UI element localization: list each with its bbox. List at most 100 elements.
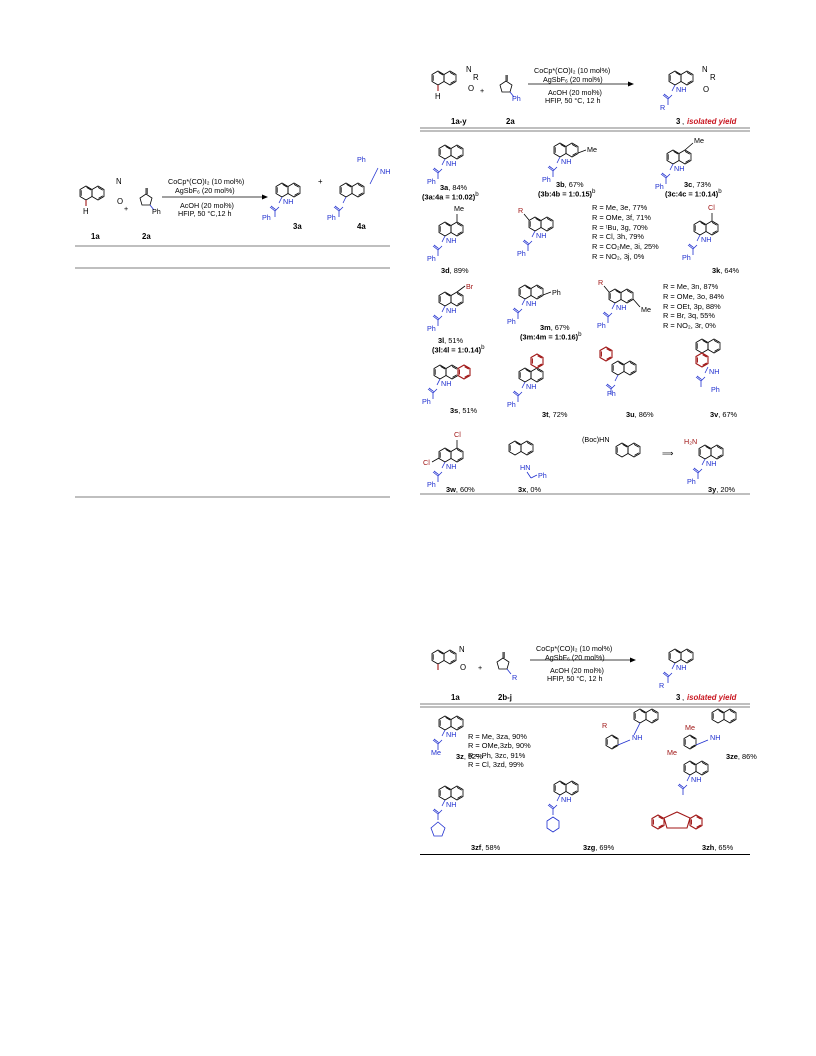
- entry-3k: 3k, 64%: [712, 266, 740, 275]
- implies-arrow: ⟹: [662, 449, 674, 458]
- svg-text:Cl: Cl: [454, 430, 461, 439]
- entry-3zf: 3zf, 58%: [471, 843, 501, 852]
- svg-text:Ph: Ph: [427, 324, 436, 333]
- cond-line-3: AcOH (20 mol%): [180, 201, 234, 210]
- reagent-ph: Ph: [152, 207, 161, 216]
- svg-text:R: R: [710, 73, 716, 82]
- svg-text:NH: NH: [561, 795, 571, 804]
- compound-3k: Cl NH Ph: [682, 203, 719, 262]
- r-list-3: R = Me, 3za, 90% R = OMe,3zb, 90% R = Ph…: [468, 732, 531, 770]
- svg-text:3: 3: [676, 117, 681, 126]
- entry-3z: 3z, 92%: [456, 752, 483, 761]
- svg-text:NH: NH: [446, 236, 456, 245]
- entry-3zg: 3zg, 69%: [583, 843, 615, 852]
- compound-3zg: NH: [546, 780, 579, 833]
- svg-text:Ph: Ph: [517, 249, 526, 258]
- compound-3za-zd: NH R: [602, 708, 659, 750]
- svg-text:Me: Me: [694, 136, 704, 145]
- svg-text:NH: NH: [701, 235, 711, 244]
- svg-text:Ph: Ph: [427, 254, 436, 263]
- svg-text:NH: NH: [561, 157, 571, 166]
- compound-boc-precursor: (Boc)HN: [582, 435, 641, 458]
- svg-text:NH: NH: [536, 231, 546, 240]
- svg-text:2a: 2a: [506, 117, 515, 126]
- compound-3s: NH Ph: [422, 364, 471, 406]
- entry-3u: 3u, 86%: [626, 410, 654, 419]
- svg-text:AcOH (20 mol%): AcOH (20 mol%): [550, 666, 604, 675]
- svg-text:2b-j: 2b-j: [498, 693, 512, 702]
- svg-text:Ph: Ph: [327, 213, 336, 222]
- svg-text:O: O: [468, 84, 474, 93]
- bottom-rule: [420, 854, 750, 855]
- svg-text:Cl: Cl: [423, 458, 430, 467]
- svg-text:Ph: Ph: [357, 155, 366, 164]
- h-label: H: [83, 207, 89, 216]
- svg-text:O: O: [460, 663, 466, 672]
- cond-line-4: HFIP, 50 °C,12 h: [178, 209, 231, 218]
- svg-text:NH: NH: [446, 306, 456, 315]
- svg-text:NH: NH: [674, 164, 684, 173]
- svg-text:NH: NH: [710, 733, 720, 742]
- cond-line-1: CoCp*(CO)I₂ (10 mol%): [168, 177, 244, 186]
- svg-text:H₂N: H₂N: [684, 437, 697, 446]
- svg-text:Ph: Ph: [507, 317, 516, 326]
- svg-text:Ph: Ph: [512, 94, 521, 103]
- plus-sign: +: [124, 204, 128, 213]
- label-4a: 4a: [357, 222, 366, 231]
- svg-text:R: R: [602, 721, 607, 730]
- svg-text:NH: NH: [632, 733, 642, 742]
- label-3a: 3a: [293, 222, 302, 231]
- svg-text:Ph: Ph: [552, 288, 561, 297]
- svg-text:NH: NH: [526, 299, 536, 308]
- svg-text:+: +: [480, 86, 484, 95]
- svg-text:Ph: Ph: [607, 389, 616, 398]
- compound-3ze: NH Me Me: [667, 708, 737, 757]
- svg-text:Ph: Ph: [538, 471, 547, 480]
- compound-3w: Cl Cl NH Ph: [423, 430, 464, 489]
- svg-text:Ph: Ph: [507, 400, 516, 409]
- isolated-yield-bottom: isolated yield: [687, 693, 737, 702]
- svg-text:Me: Me: [587, 145, 597, 154]
- label-2a: 2a: [142, 232, 151, 241]
- compound-3m: Ph NH Ph: [507, 284, 561, 326]
- scheme-top: N R O H + Ph CoCp*(CO)I₂ (10 mol%) AgSbF…: [431, 65, 737, 126]
- svg-text:CoCp*(CO)I₂ (10 mol%): CoCp*(CO)I₂ (10 mol%): [536, 644, 612, 653]
- svg-text:Cl: Cl: [708, 203, 715, 212]
- compound-3e-j: R NH Ph: [517, 206, 554, 258]
- entry-3a-note: (3a:4a = 1:0.02)b: [422, 191, 479, 202]
- entry-3c: 3c, 73%: [684, 180, 712, 189]
- svg-text:Ph: Ph: [262, 213, 271, 222]
- svg-text:NH: NH: [526, 382, 536, 391]
- entry-3x: 3x, 0%: [518, 485, 542, 494]
- svg-text:Ph: Ph: [687, 477, 696, 486]
- scheme-left: N O H + Ph CoCp*(CO)I₂ (10 mol%) AgSbF₆ …: [79, 155, 390, 241]
- label-1a: 1a: [91, 232, 100, 241]
- svg-text:R: R: [660, 103, 665, 112]
- compound-3x: HN Ph: [508, 440, 547, 480]
- svg-text:R: R: [659, 681, 664, 690]
- svg-text:Me: Me: [685, 723, 695, 732]
- compound-3d: Me NH Ph: [427, 204, 464, 263]
- entry-3t: 3t, 72%: [542, 410, 568, 419]
- entry-3zh: 3zh, 65%: [702, 843, 734, 852]
- compound-3u: Ph: [599, 346, 637, 398]
- compound-3y: H₂N NH Ph: [684, 437, 724, 486]
- r-list-1: R = Me, 3e, 77% R = OMe, 3f, 71% R = ᵗBu…: [592, 203, 659, 261]
- svg-text:Me: Me: [667, 748, 677, 757]
- n-oxide-label: N: [116, 177, 122, 186]
- svg-text:NH: NH: [446, 730, 456, 739]
- svg-text:NH: NH: [676, 85, 686, 94]
- svg-text:AgSbF₆ (20 mol%): AgSbF₆ (20 mol%): [543, 75, 603, 84]
- compound-3zh: NH: [651, 760, 709, 830]
- compound-3z: NH Me: [431, 715, 464, 757]
- svg-text:NH: NH: [446, 800, 456, 809]
- compound-3b: Me NH Ph: [542, 142, 597, 184]
- r-list-2: R = Me, 3n, 87% R = OMe, 3o, 84% R = OEt…: [663, 282, 725, 331]
- n-oxide-o-label: O: [117, 197, 123, 206]
- entry-3y: 3y, 20%: [708, 485, 736, 494]
- compound-3c: Me NH Ph: [655, 136, 704, 191]
- entry-3c-note: (3c:4c = 1:0.14)b: [665, 188, 722, 199]
- svg-text:NH: NH: [691, 775, 701, 784]
